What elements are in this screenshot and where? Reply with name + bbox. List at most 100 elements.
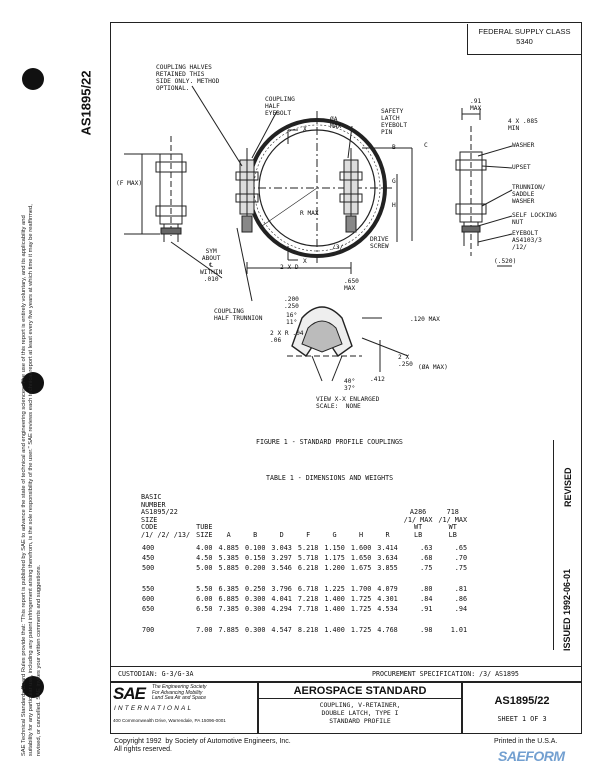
label-self-locking-nut: SELF LOCKING NUT xyxy=(512,212,557,226)
table-cell: .91 xyxy=(420,605,433,614)
table-cell: 0.250 xyxy=(244,584,266,593)
table-cell xyxy=(401,574,436,584)
table-cell: 1.725 xyxy=(350,605,372,614)
table-header-cell: F xyxy=(306,530,311,539)
label-c: C xyxy=(424,142,428,149)
binder-hole-top xyxy=(22,68,44,90)
dimensions-table: BASIC NUMBER AS1895/22 SIZE CODE /1/ /2/… xyxy=(138,493,470,635)
label-dim-412: .412 xyxy=(370,376,385,383)
label-f-max: (F MAX) xyxy=(116,180,143,187)
table-cell: 650 xyxy=(142,605,155,614)
label-coupling-halves: COUPLING HALVES RETAINED THIS SIDE ONLY.… xyxy=(156,64,220,92)
table-cell: 6.00 xyxy=(196,595,213,604)
table-cell: 700 xyxy=(142,625,155,634)
table-cell xyxy=(268,614,294,624)
table-cell xyxy=(193,574,215,584)
coupling-drawing xyxy=(124,85,513,382)
printed-in: Printed in the U.S.A. xyxy=(494,738,558,745)
table-cell: 0.200 xyxy=(244,564,266,573)
table-cell: 4.00 xyxy=(196,544,213,553)
table-cell: 6.50 xyxy=(196,605,213,614)
table-title: TABLE 1 - DIMENSIONS AND WEIGHTS xyxy=(266,474,394,482)
table-cell xyxy=(242,614,268,624)
label-upset: UPSET xyxy=(512,164,531,171)
table-cell: 1.725 xyxy=(350,595,372,604)
table-cell: 4.079 xyxy=(377,584,398,593)
table-cell xyxy=(374,574,400,584)
table-cell: 4.041 xyxy=(271,595,292,604)
sae-disclaimer: SAE Technical Standards Board Rules prov… xyxy=(20,204,42,757)
table-header-cell: D xyxy=(279,530,284,539)
table-cell: 1.400 xyxy=(324,625,345,634)
label-eyebolt-as: EYEBOLT AS4103/3 /12/ xyxy=(512,230,542,251)
binder-hole-middle xyxy=(22,372,44,394)
side-document-number: AS1895/22 xyxy=(72,62,100,144)
table-cell: 1.600 xyxy=(350,544,372,553)
label-drive-screw: DRIVE SCREW xyxy=(370,236,389,250)
sae-international: INTERNATIONAL xyxy=(114,705,194,712)
table-header-cell: TUBE SIZE xyxy=(196,523,213,539)
table-cell: .75 xyxy=(420,564,433,573)
label-coupling-half-eyebolt: COUPLING HALF EYEBOLT xyxy=(265,96,295,117)
table-header-cell: A286 /1/ MAX WT LB xyxy=(403,508,433,539)
revision-strip xyxy=(553,440,580,650)
doc-number-box xyxy=(462,682,582,734)
table-cell: 8.218 xyxy=(297,625,319,634)
table-cell: 3.414 xyxy=(377,544,398,553)
table-cell: 6.385 xyxy=(218,584,239,593)
title-subtitle: COUPLING, V-RETAINER, DOUBLE LATCH, TYPE… xyxy=(319,701,401,725)
table-cell: 1.400 xyxy=(324,605,345,614)
table-cell: .65 xyxy=(454,544,468,553)
table-cell xyxy=(295,614,321,624)
doc-number: AS1895/22 xyxy=(494,695,550,707)
table-cell: 4.768 xyxy=(377,625,398,634)
table-cell xyxy=(435,614,470,624)
table-header-cell: A xyxy=(226,530,231,539)
label-g: G xyxy=(392,178,396,185)
label-dim-520: (.520) xyxy=(494,258,517,265)
label-h: H xyxy=(392,202,396,209)
label-trunnion-saddle: TRUNNION/ SADDLE WASHER xyxy=(512,184,546,205)
procurement-spec: PROCUREMENT SPECIFICATION: /3/ AS1895 xyxy=(372,670,519,678)
table-header-row: BASIC NUMBER AS1895/22 SIZE CODE /1/ /2/… xyxy=(138,493,470,543)
label-safety-latch: SAFETY LATCH EYEBOLT PIN xyxy=(381,108,408,136)
label-dim-120: .120 MAX xyxy=(410,316,440,323)
label-washer: WASHER xyxy=(512,142,535,149)
side-document-number-text: AS1895/22 xyxy=(78,70,94,136)
table-cell: 1.700 xyxy=(350,584,372,593)
table-cell xyxy=(295,574,321,584)
label-dim-200: .200 .250 xyxy=(284,296,299,310)
table-cell: 1.650 xyxy=(350,554,372,563)
revised-label: REVISED xyxy=(563,467,573,507)
table-cell xyxy=(215,614,241,624)
table-cell xyxy=(268,574,294,584)
label-view-xx: VIEW X-X ENLARGED SCALE: NONE xyxy=(316,396,380,410)
table-cell: 0.300 xyxy=(244,625,266,634)
table-cell: 450 xyxy=(142,554,155,563)
table-cell: 5.218 xyxy=(297,544,319,553)
table-cell: .86 xyxy=(454,595,468,604)
table-cell: 1.725 xyxy=(350,625,372,634)
label-dim-91: .91 MAX xyxy=(470,98,482,112)
table-cell: 4.534 xyxy=(377,605,398,614)
table-row xyxy=(138,574,470,584)
table-cell: 7.218 xyxy=(297,595,319,604)
table-cell: 1.150 xyxy=(324,544,345,553)
table-cell: 550 xyxy=(142,584,155,593)
table-cell: 4.547 xyxy=(271,625,292,634)
table-cell: 500 xyxy=(142,564,155,573)
label-r-max: R MAX xyxy=(300,210,319,217)
sheet-number: SHEET 1 OF 3 xyxy=(497,715,547,723)
label-two-x-d: 2 X D xyxy=(280,264,299,271)
table-cell xyxy=(242,574,268,584)
table-cell xyxy=(348,574,374,584)
table-cell: .84 xyxy=(420,595,433,604)
table-cell: 3.043 xyxy=(271,544,292,553)
table-cell: 3.796 xyxy=(271,584,292,593)
custodian: CUSTODIAN: G-3/G-3A xyxy=(118,670,194,678)
table-header-cell: B xyxy=(253,530,258,539)
